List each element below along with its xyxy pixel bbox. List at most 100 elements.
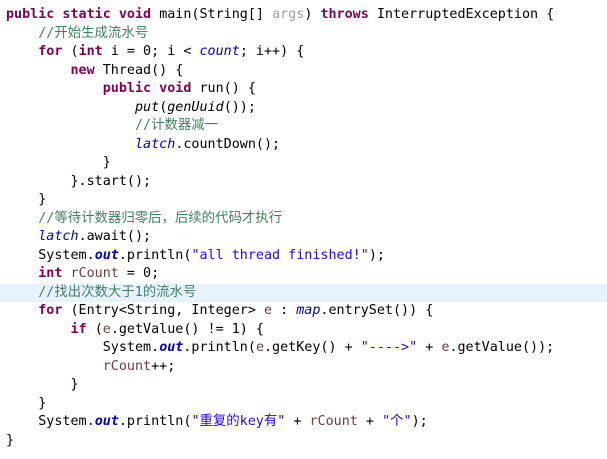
- code-token: e: [102, 321, 111, 337]
- code-line[interactable]: public void run() {: [6, 80, 256, 99]
- code-token: new: [70, 62, 103, 78]
- code-token: rCount: [102, 358, 152, 374]
- code-token: if: [70, 321, 95, 337]
- code-line[interactable]: }: [6, 154, 111, 173]
- code-token: out: [94, 247, 119, 263]
- code-token: rCount: [309, 414, 358, 429]
- code-token: .getKey() +: [264, 340, 361, 355]
- code-token: +: [357, 414, 383, 429]
- code-token: .await();: [78, 229, 152, 244]
- code-line[interactable]: System.out.println(e.getKey() + "---->" …: [6, 339, 555, 358]
- code-token: +: [417, 340, 442, 355]
- code-token: run() {: [199, 81, 256, 96]
- code-token: ): [304, 7, 321, 22]
- code-token: [6, 322, 71, 337]
- code-token: Thread() {: [102, 62, 184, 78]
- code-token: [6, 63, 71, 78]
- code-token: (: [159, 99, 168, 115]
- code-token: ());: [223, 99, 256, 115]
- code-token: out: [159, 340, 184, 355]
- code-token: :: [272, 303, 297, 318]
- code-line[interactable]: }.start();: [6, 173, 151, 192]
- code-line[interactable]: System.out.println("重复的key有" + rCount + …: [6, 413, 428, 432]
- code-line[interactable]: public static void main(String[] args) t…: [6, 6, 554, 25]
- code-token: ++;: [151, 358, 176, 374]
- code-token: //等待计数器归零后，后续的代码才执行: [38, 210, 283, 226]
- code-token: );: [368, 247, 385, 263]
- code-line[interactable]: }: [6, 376, 78, 395]
- code-line[interactable]: }: [6, 191, 46, 210]
- code-token: }.start();: [6, 173, 152, 189]
- code-token: e: [255, 340, 264, 355]
- code-token: (Entry<String, Integer>: [70, 303, 264, 318]
- code-token: .entrySet()) {: [320, 303, 434, 318]
- code-line[interactable]: if (e.getValue() != 1) {: [6, 321, 265, 340]
- code-token: .println(: [118, 247, 192, 263]
- code-line[interactable]: latch.await();: [6, 228, 151, 247]
- code-token: [6, 44, 38, 59]
- code-token: .println(: [118, 414, 192, 429]
- code-line[interactable]: rCount++;: [6, 358, 176, 377]
- code-token: [6, 303, 38, 318]
- code-line[interactable]: }: [6, 432, 14, 451]
- code-token: ; i++) {: [239, 44, 305, 59]
- code-token: System.: [6, 247, 95, 263]
- code-token: i = 0; i <: [110, 44, 200, 59]
- code-token: .countDown();: [175, 136, 281, 152]
- current-line-highlight: [0, 284, 607, 302]
- code-token: .getValue());: [449, 340, 555, 355]
- code-token: [6, 285, 38, 300]
- code-token: );: [411, 414, 428, 429]
- code-line[interactable]: System.out.println("all thread finished!…: [6, 247, 385, 266]
- code-token: //计数器减一: [135, 118, 219, 133]
- code-token: .getValue() != 1) {: [110, 321, 264, 337]
- code-token: System.: [6, 414, 95, 429]
- code-token: }: [6, 192, 47, 207]
- code-line[interactable]: //计数器减一: [6, 117, 218, 136]
- code-line[interactable]: put(genUuid());: [6, 99, 256, 118]
- code-token: "个": [382, 414, 412, 429]
- code-token: InterruptedException {: [376, 7, 555, 22]
- code-token: e: [441, 340, 450, 355]
- code-token: +: [285, 414, 310, 429]
- code-line[interactable]: for (int i = 0; i < count; i++) {: [6, 43, 304, 62]
- code-token: .println(: [183, 340, 256, 355]
- code-token: int: [38, 266, 71, 281]
- code-line[interactable]: }: [6, 395, 46, 414]
- code-token: "---->": [360, 340, 418, 355]
- code-token: [6, 359, 103, 374]
- code-token: }: [6, 432, 15, 448]
- code-token: int: [78, 44, 111, 59]
- code-line[interactable]: //开始生成流水号: [6, 25, 148, 44]
- code-token: for: [38, 303, 71, 318]
- code-line[interactable]: int rCount = 0;: [6, 265, 159, 284]
- code-token: for: [38, 44, 71, 59]
- code-token: [6, 211, 38, 226]
- code-token: "all thread finished!": [191, 247, 369, 263]
- code-token: //开始生成流水号: [38, 25, 149, 41]
- code-token: put: [135, 99, 160, 115]
- code-line[interactable]: for (Entry<String, Integer> e : map.entr…: [6, 302, 433, 321]
- code-token: public void: [102, 81, 200, 96]
- code-token: }: [6, 155, 111, 170]
- code-token: [6, 100, 135, 115]
- code-token: latch: [135, 136, 176, 152]
- code-line[interactable]: new Thread() {: [6, 62, 184, 81]
- code-token: System.: [6, 340, 160, 355]
- code-line[interactable]: latch.countDown();: [6, 136, 280, 155]
- code-token: (: [70, 44, 79, 59]
- code-token: latch: [38, 229, 79, 244]
- code-token: (: [94, 321, 103, 337]
- code-line[interactable]: //找出次数大于1的流水号: [6, 284, 196, 303]
- code-token: }: [6, 395, 47, 411]
- code-token: [6, 137, 135, 152]
- code-token: [6, 118, 135, 133]
- code-token: genUuid: [167, 99, 224, 115]
- code-token: [6, 81, 103, 96]
- code-token: throws: [320, 7, 377, 22]
- code-token: e: [263, 303, 273, 318]
- code-line[interactable]: //等待计数器归零后，后续的代码才执行: [6, 210, 282, 229]
- code-token: "重复的key有": [191, 414, 286, 429]
- code-token: args: [272, 7, 305, 22]
